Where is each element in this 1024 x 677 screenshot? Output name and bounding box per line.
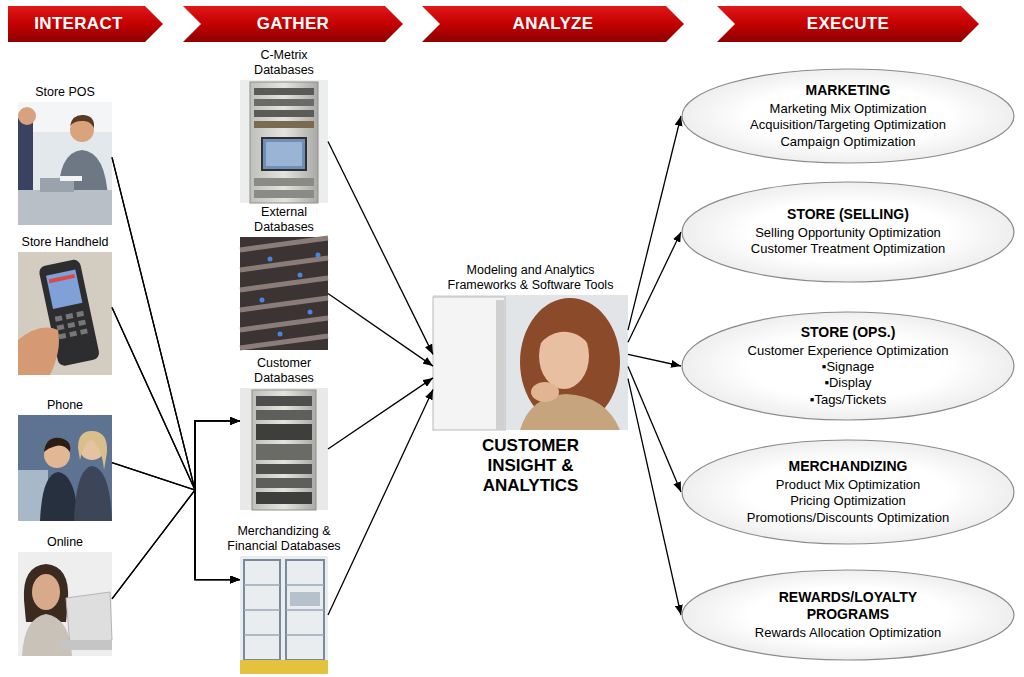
analytics-title: CUSTOMER INSIGHT & ANALYTICS <box>471 436 591 496</box>
ellipse-heading: MARKETING <box>806 82 891 99</box>
stage-label: INTERACT <box>34 14 122 34</box>
server-rack-photo <box>240 80 328 203</box>
connector-arrow <box>628 232 681 342</box>
phone-photo <box>18 415 112 521</box>
ellipse-item: Customer Treatment Optimization <box>751 241 945 257</box>
ellipse-outline <box>682 312 1014 420</box>
database-label: Customer Databases <box>244 356 324 385</box>
channel-box: Online <box>18 552 112 656</box>
connector-arrow <box>112 421 240 599</box>
ellipse-heading: STORE (OPS.) <box>801 324 896 341</box>
connector-arrow <box>112 157 240 579</box>
database-box: Customer Databases <box>240 388 328 510</box>
chevron-fill <box>422 6 684 42</box>
ellipse-content: STORE (OPS.) Customer Experience Optimiza… <box>748 324 949 408</box>
ellipse-item: Acquisition/Targeting Optimization <box>750 117 946 133</box>
stage-chevron: EXECUTE <box>717 6 979 42</box>
connector-arrow <box>112 157 240 490</box>
ellipse-item: Rewards Allocation Optimization <box>755 625 941 641</box>
stage-label: ANALYZE <box>513 14 594 34</box>
connector-arrow <box>112 307 240 490</box>
stage-chevron: ANALYZE <box>422 6 684 42</box>
connector-arrow <box>328 294 433 367</box>
ellipse-content: MARKETING Marketing Mix OptimizationAcqui… <box>750 82 946 150</box>
analytics-label: Modeling and Analytics Frameworks & Soft… <box>431 263 631 292</box>
database-box: C-Metrix Databases <box>240 80 328 203</box>
ellipse-item: Product Mix Optimization <box>776 477 921 493</box>
connector-arrow <box>112 463 240 580</box>
server-frame-photo <box>240 556 328 674</box>
ellipse-item: ▪Signage <box>822 359 874 375</box>
database-label: Merchandizing & Financial Databases <box>224 524 344 553</box>
outcome-ellipse: MARKETING Marketing Mix OptimizationAcqui… <box>681 68 1015 164</box>
connector-arrow <box>628 116 681 330</box>
ellipse-outline <box>682 440 1014 544</box>
ellipse-content: MERCHANDIZING Product Mix OptimizationPri… <box>747 458 949 526</box>
database-label: External Databases <box>244 205 324 234</box>
analytics-box: Modeling and Analytics Frameworks & Soft… <box>433 295 628 430</box>
outcome-ellipse: REWARDS/LOYALTY PROGRAMS Rewards Allocati… <box>681 569 1015 661</box>
connector-arrow <box>628 367 681 492</box>
connector-arrow <box>112 307 240 579</box>
connector-arrow <box>628 354 681 366</box>
ellipse-item: Selling Opportunity Optimization <box>755 225 941 241</box>
channel-label: Store POS <box>10 85 120 99</box>
ellipse-heading: MERCHANDIZING <box>789 458 908 475</box>
outcome-ellipse: STORE (OPS.) Customer Experience Optimiza… <box>681 311 1015 421</box>
ellipse-outline <box>682 69 1014 163</box>
connector-arrow <box>328 142 433 355</box>
ellipse-outline <box>682 182 1014 282</box>
chevron-fill <box>717 6 979 42</box>
ellipse-item: Marketing Mix Optimization <box>770 101 927 117</box>
ellipse-item: ▪Tags/Tickets <box>810 392 886 408</box>
ellipse-item: Pricing Optimization <box>790 493 906 509</box>
connector-arrow <box>328 390 433 615</box>
channel-label: Phone <box>10 398 120 412</box>
ellipse-heading: REWARDS/LOYALTY PROGRAMS <box>765 589 930 623</box>
connector-arrow <box>112 490 240 599</box>
channel-box: Phone <box>18 415 112 521</box>
chevron-fill <box>183 6 403 42</box>
stage-label: GATHER <box>257 14 329 34</box>
database-box: External Databases <box>240 237 328 350</box>
ellipse-content: REWARDS/LOYALTY PROGRAMS Rewards Allocati… <box>755 589 941 641</box>
channel-label: Store Handheld <box>10 235 120 249</box>
ellipse-item: Promotions/Discounts Optimization <box>747 510 949 526</box>
connector-arrow <box>328 378 433 449</box>
connector-arrow <box>628 379 681 615</box>
ellipse-content: STORE (SELLING) Selling Opportunity Optim… <box>751 206 945 257</box>
analyst-photo <box>433 295 628 430</box>
stage-chevron: INTERACT <box>8 6 163 42</box>
store-handheld-photo <box>18 252 112 375</box>
channel-label: Online <box>10 535 120 549</box>
database-box: Merchandizing & Financial Databases <box>240 556 328 674</box>
outcome-ellipse: MERCHANDIZING Product Mix OptimizationPri… <box>681 439 1015 545</box>
stage-label: EXECUTE <box>807 14 889 34</box>
store-pos-photo <box>18 102 112 225</box>
connector-arrow <box>112 421 240 490</box>
outcome-ellipse: STORE (SELLING) Selling Opportunity Optim… <box>681 181 1015 283</box>
stage-chevron: GATHER <box>183 6 403 42</box>
ellipse-item: Customer Experience Optimization <box>748 343 949 359</box>
online-photo <box>18 552 112 656</box>
chevron-fill <box>8 6 163 42</box>
ellipse-item: Campaign Optimization <box>780 134 915 150</box>
database-label: C-Metrix Databases <box>244 48 324 77</box>
channel-box: Store Handheld <box>18 252 112 375</box>
channel-box: Store POS <box>18 102 112 225</box>
server-rack-photo <box>240 388 328 510</box>
ellipse-outline <box>682 570 1014 660</box>
ellipse-item: ▪Display <box>824 375 871 391</box>
ellipse-heading: STORE (SELLING) <box>787 206 909 223</box>
server-blades-photo <box>240 237 328 350</box>
